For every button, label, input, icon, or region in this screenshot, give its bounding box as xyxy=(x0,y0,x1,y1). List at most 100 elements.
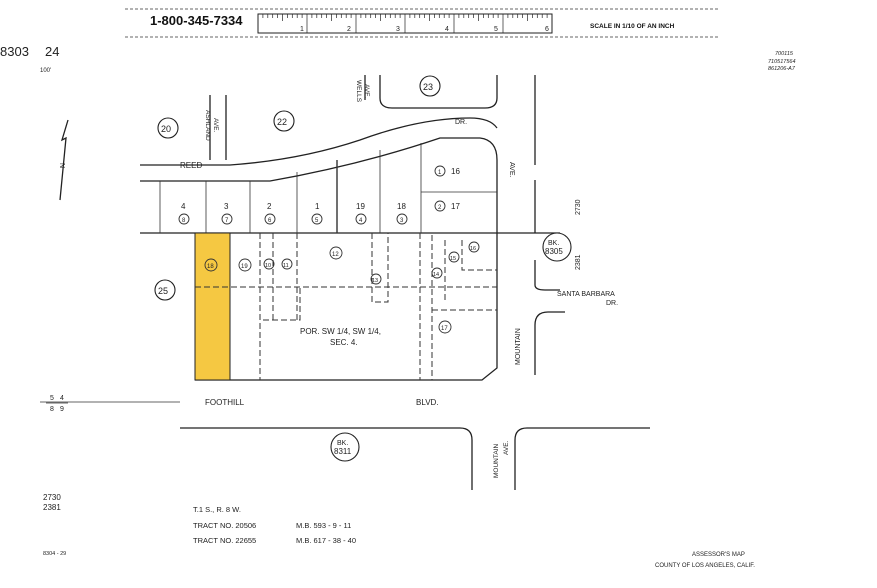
svg-text:16: 16 xyxy=(451,167,460,176)
scale-label: 100' xyxy=(40,68,51,74)
header-band: 1-800-345-7334 1 2 3 4 5 6 SCALE IN 1/10… xyxy=(125,8,720,38)
map-book-ref: M.B. 593 - 9 - 11 xyxy=(296,521,351,530)
street-label-mountain: MOUNTAIN xyxy=(515,328,522,365)
svg-text:11: 11 xyxy=(283,263,289,269)
svg-text:17: 17 xyxy=(441,326,448,332)
lot-4[interactable]: 48 xyxy=(178,202,190,225)
map-book: 8303 xyxy=(0,44,29,59)
block-number-22: 22 xyxy=(273,110,295,132)
ruler-tick-1: 1 xyxy=(300,26,304,33)
lot-19[interactable]: 19 4 xyxy=(355,202,367,225)
parcel-14[interactable]: 14 xyxy=(431,267,443,279)
svg-text:1: 1 xyxy=(315,202,320,211)
township-label: T.1 S., R. 8 W. xyxy=(193,505,241,514)
section-label: POR. SW 1/4, SW 1/4, xyxy=(300,327,381,336)
parcel-16[interactable]: 16 xyxy=(468,241,480,253)
ruler-tick-6: 6 xyxy=(545,26,549,33)
code-label: 2730 xyxy=(575,199,582,215)
book-label: BK. xyxy=(548,240,559,247)
tract-label: TRACT NO. 22655 xyxy=(193,536,256,545)
svg-text:1: 1 xyxy=(438,170,442,176)
revision-notes: 700115 710517564 861206-A7 xyxy=(768,51,796,72)
book-number: 8311 xyxy=(334,447,352,456)
map-page: 24 xyxy=(45,44,59,59)
svg-text:25: 25 xyxy=(158,286,168,296)
book-label: BK. xyxy=(337,440,348,447)
street-label-santa-barbara: SANTA BARBARA xyxy=(557,291,615,298)
parcel-18[interactable]: 18 xyxy=(204,258,218,272)
scale-ruler: 1 2 3 4 5 6 xyxy=(257,13,553,34)
svg-text:8: 8 xyxy=(182,218,186,224)
street-label-ave: AVE. xyxy=(508,162,515,177)
svg-text:3: 3 xyxy=(224,202,229,211)
book-8311-circle xyxy=(330,432,360,462)
svg-text:19: 19 xyxy=(241,264,248,270)
lot-18[interactable]: 18 3 xyxy=(396,202,408,225)
svg-text:3: 3 xyxy=(400,218,404,224)
svg-text:22: 22 xyxy=(277,117,287,127)
book-8305-circle xyxy=(542,232,572,262)
reed-dr-north-edge xyxy=(140,117,498,166)
svg-text:7: 7 xyxy=(225,218,229,224)
book-number: 8305 xyxy=(545,247,563,256)
parcel-13[interactable]: 13 xyxy=(370,273,382,285)
parcel-12[interactable]: 12 xyxy=(329,246,343,260)
section-marker: 5 4 8 9 xyxy=(46,395,68,413)
parcel-11[interactable]: 11 xyxy=(281,258,293,270)
block-number-20: 20 xyxy=(157,117,179,139)
svg-text:14: 14 xyxy=(433,272,439,278)
parcel-dashed-lines xyxy=(259,233,497,380)
lot-16[interactable]: 1 16 xyxy=(434,165,460,177)
svg-text:4: 4 xyxy=(359,218,363,224)
svg-text:16: 16 xyxy=(470,246,476,252)
ruler-tick-3: 3 xyxy=(396,26,400,33)
ruler-tick-2: 2 xyxy=(347,26,351,33)
north-arrow-icon: N xyxy=(58,119,69,201)
ruler-tick-5: 5 xyxy=(494,26,498,33)
svg-text:5: 5 xyxy=(50,395,54,402)
street-label-blvd: BLVD. xyxy=(416,398,439,407)
svg-text:5: 5 xyxy=(315,218,319,224)
svg-text:N: N xyxy=(58,163,65,168)
highlighted-parcel-18[interactable] xyxy=(194,232,231,381)
footer-county: COUNTY OF LOS ANGELES, CALIF. xyxy=(655,563,755,569)
parcel-block-outline xyxy=(140,137,498,381)
code-label: 2381 xyxy=(575,254,582,270)
tract-label: TRACT NO. 20506 xyxy=(193,521,256,530)
street-label-ave: AVE. xyxy=(212,118,219,133)
footer-title: ASSESSOR'S MAP xyxy=(692,552,745,558)
street-label-ave: AVE. xyxy=(363,84,370,99)
svg-text:20: 20 xyxy=(161,124,171,134)
street-label-dr: DR. xyxy=(606,300,618,307)
svg-text:9: 9 xyxy=(60,406,64,413)
lot-2[interactable]: 26 xyxy=(264,202,276,225)
svg-text:8: 8 xyxy=(50,406,54,413)
svg-text:23: 23 xyxy=(423,82,433,92)
svg-text:19: 19 xyxy=(356,202,365,211)
lot-1[interactable]: 15 xyxy=(311,202,323,225)
svg-text:17: 17 xyxy=(451,202,460,211)
street-label-mountain-ave: MOUNTAIN xyxy=(493,444,500,478)
svg-text:2: 2 xyxy=(267,202,272,211)
parcel-15[interactable]: 15 xyxy=(448,251,460,263)
parcel-10[interactable]: 10 xyxy=(263,258,275,270)
lot-3[interactable]: 37 xyxy=(221,202,233,225)
phone-number: 1-800-345-7334 xyxy=(150,13,243,28)
ruler-tick-4: 4 xyxy=(445,26,449,33)
svg-text:18: 18 xyxy=(397,202,406,211)
previous-reference: 8304 - 29 xyxy=(43,551,66,557)
svg-text:4: 4 xyxy=(181,202,186,211)
code-label: 2381 xyxy=(43,503,61,512)
scale-note: SCALE IN 1/10 OF AN INCH xyxy=(590,23,675,30)
street-label-ashland: ASHLAND xyxy=(204,110,211,141)
street-label-dr: DR. xyxy=(455,119,467,126)
svg-text:18: 18 xyxy=(207,264,214,270)
svg-text:15: 15 xyxy=(450,256,456,262)
santa-barbara-curve-north xyxy=(534,260,560,291)
parcel-17[interactable]: 17 xyxy=(438,320,452,334)
block-number-23: 23 xyxy=(419,75,441,97)
revision-note: 700115 xyxy=(775,51,794,57)
block-number-25: 25 xyxy=(154,279,176,301)
parcel-19[interactable]: 19 xyxy=(238,258,252,272)
